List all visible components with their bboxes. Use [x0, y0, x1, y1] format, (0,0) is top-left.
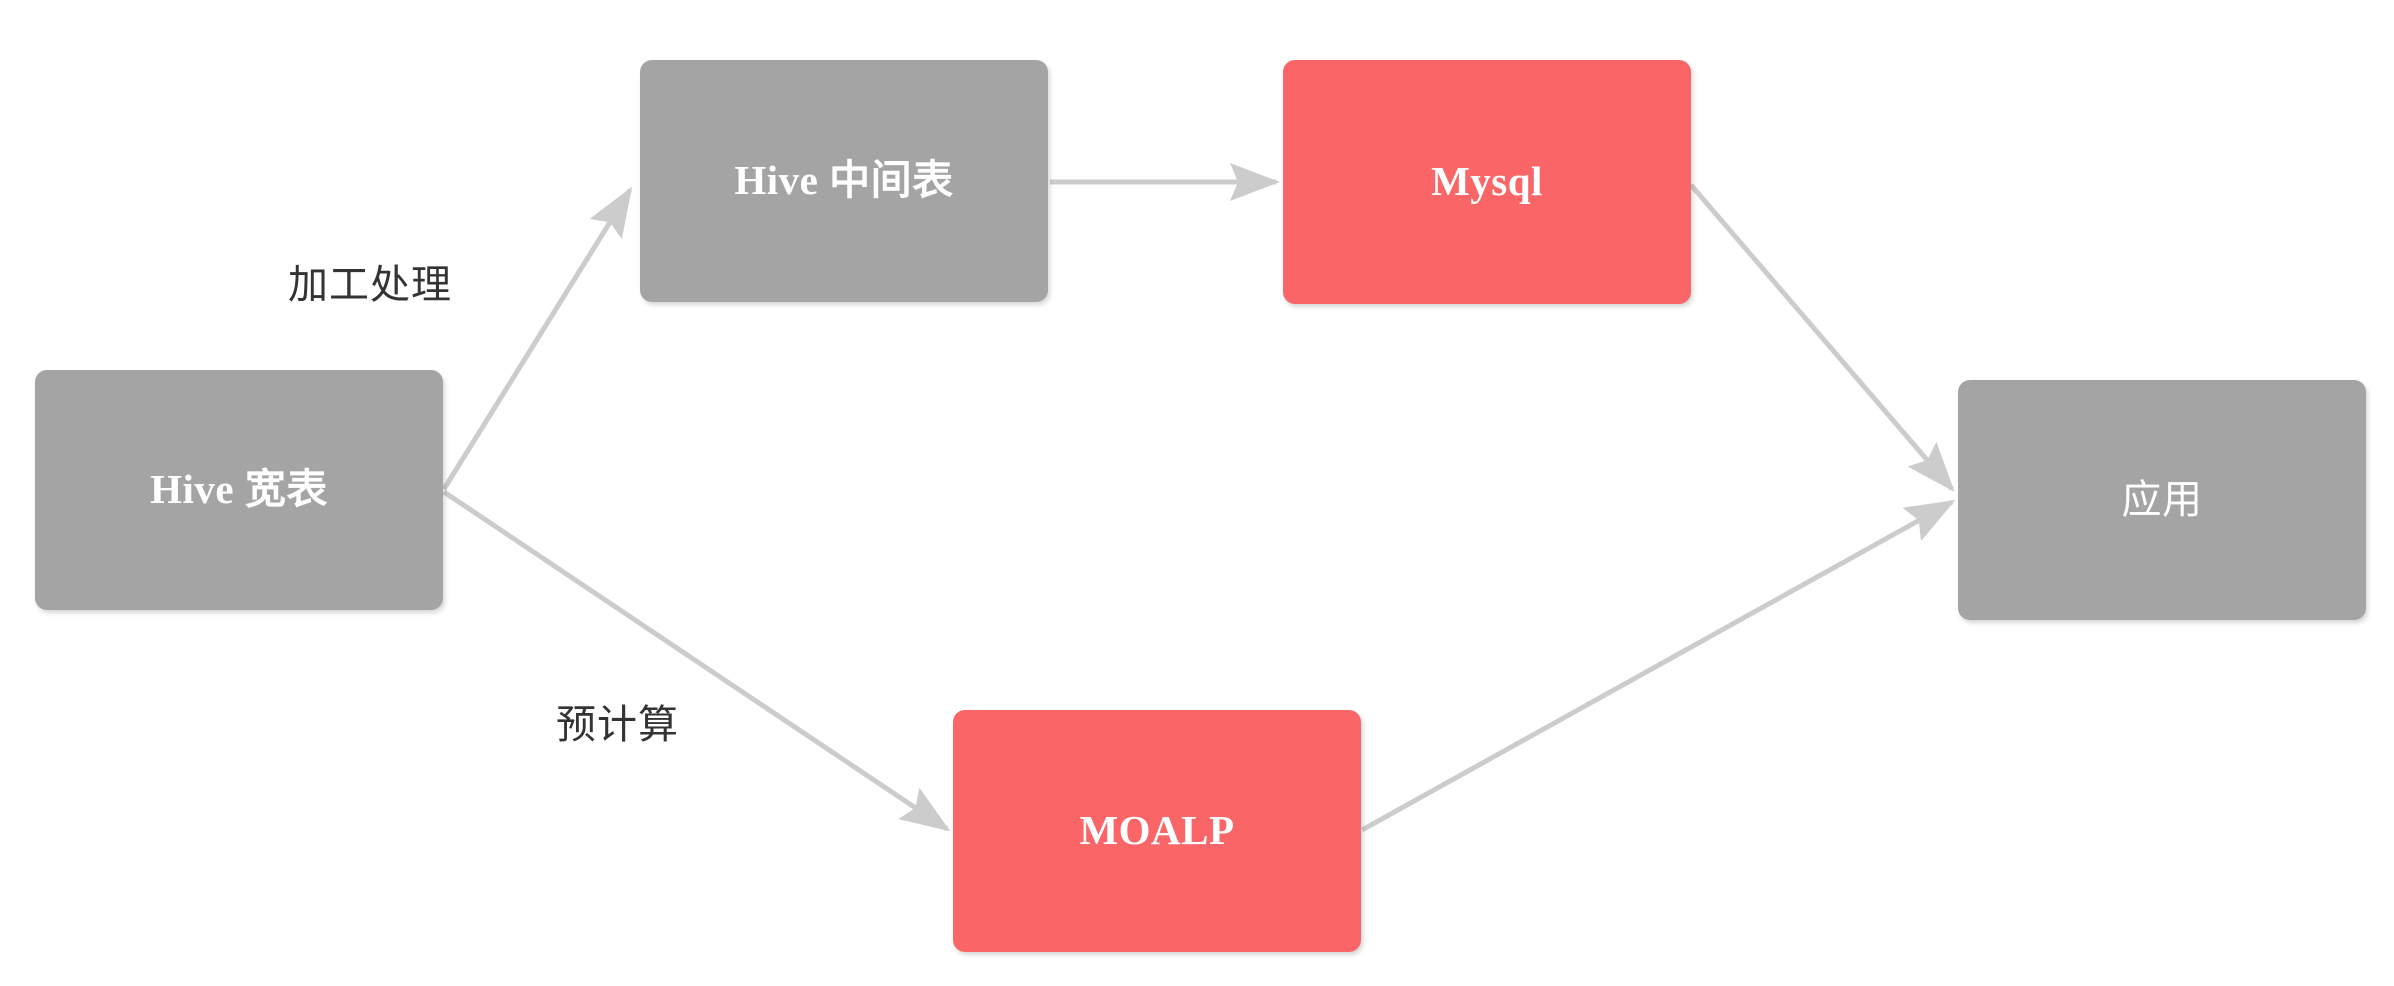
node-mysql-label: Mysql: [1431, 158, 1543, 205]
node-hive-middle-table[interactable]: Hive 中间表: [640, 60, 1048, 302]
node-hive-wide-table-label: Hive 宽表: [150, 466, 328, 513]
node-mysql[interactable]: Mysql: [1283, 60, 1691, 304]
edge-mysql-to-application: [1689, 183, 1955, 493]
node-moalp-label: MOALP: [1079, 807, 1235, 854]
edge-moalp-to-application: [1360, 499, 1956, 833]
node-hive-wide-table[interactable]: Hive 宽表: [35, 370, 443, 610]
node-application[interactable]: 应用: [1958, 380, 2366, 620]
edge-label-precompute: 预计算: [556, 703, 679, 747]
node-application-label: 应用: [2121, 478, 2203, 522]
node-hive-middle-table-label: Hive 中间表: [734, 157, 954, 204]
edge-label-process: 加工处理: [288, 263, 452, 307]
node-moalp[interactable]: MOALP: [953, 710, 1361, 952]
edge-wide-to-middle: [441, 186, 633, 491]
edge-wide-to-moalp: [442, 489, 951, 832]
